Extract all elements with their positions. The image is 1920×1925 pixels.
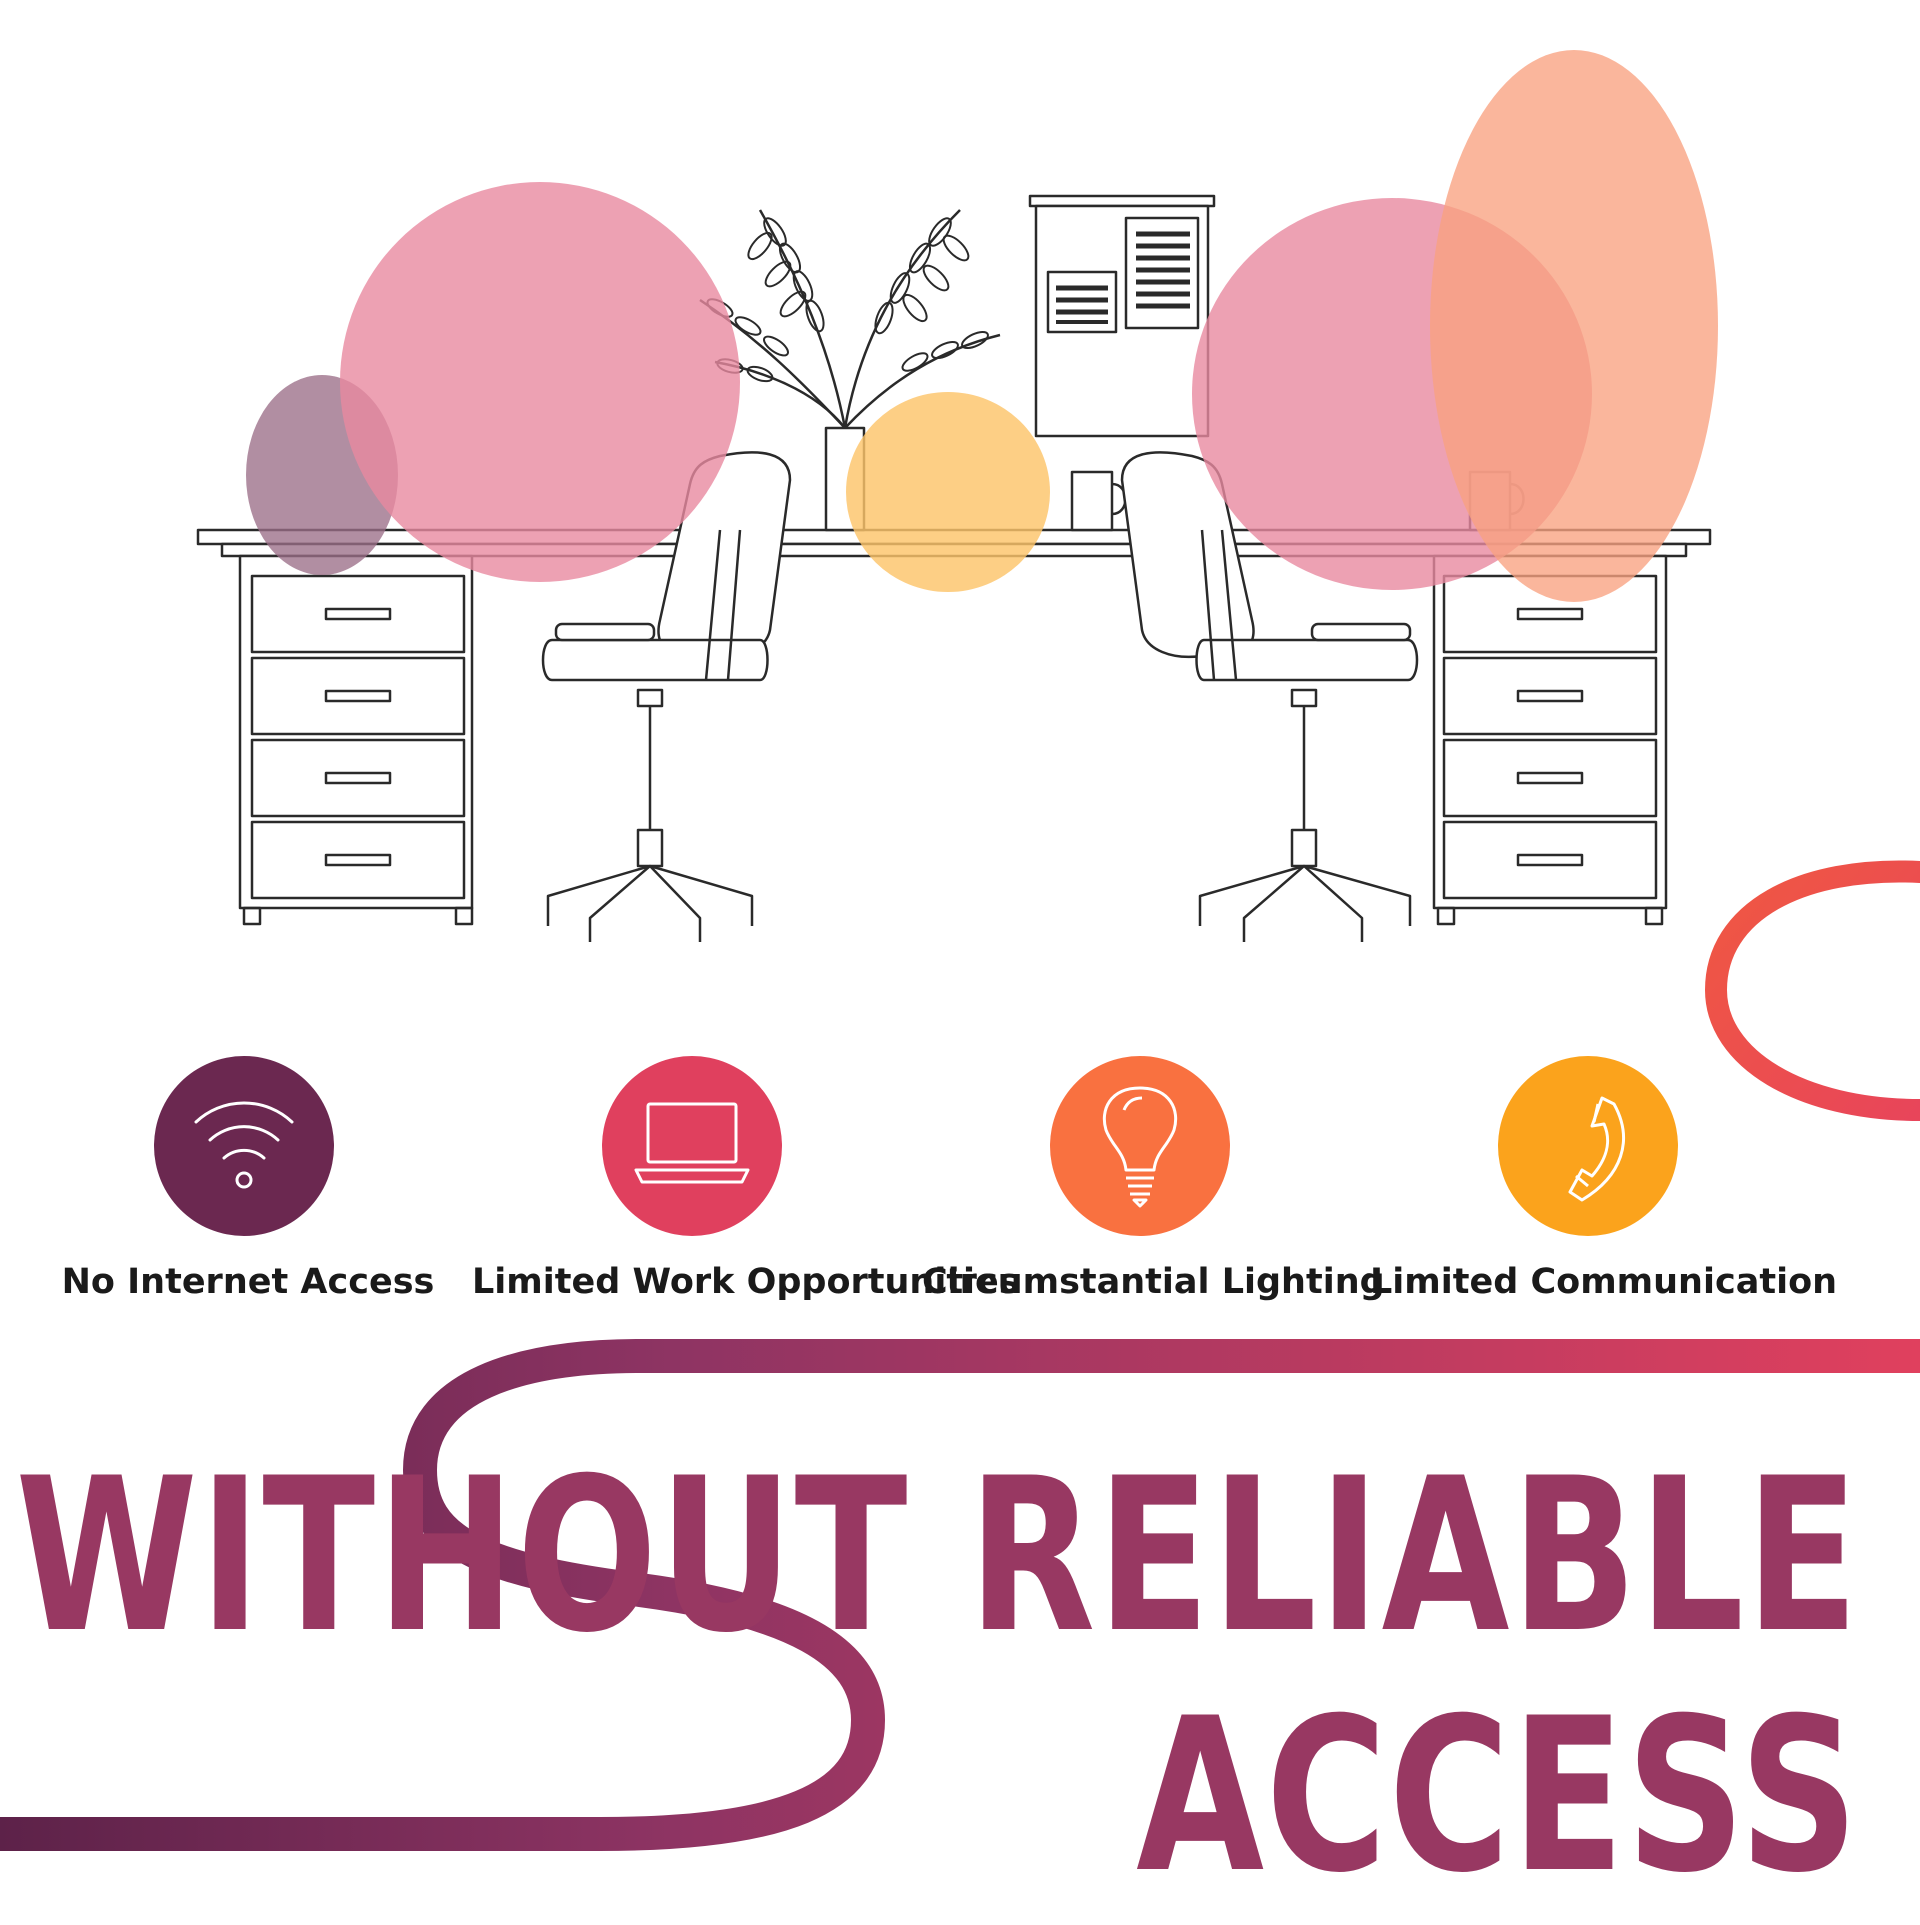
laptop-icon	[602, 1056, 782, 1236]
label-limited-communication: Limited Communication	[1370, 1262, 1838, 1302]
blob-peach	[1430, 50, 1718, 602]
label-no-internet-access: No Internet Access	[61, 1262, 435, 1302]
headline-line-1: WITHOUT RELIABLE	[15, 1432, 1860, 1679]
lightbulb-icon	[1050, 1056, 1230, 1236]
right-drawer-cabinet	[1432, 554, 1668, 926]
decorative-ribbon	[0, 1339, 1920, 1851]
office-chair-right	[1120, 451, 1419, 942]
blob-pink-left	[340, 182, 740, 582]
decorative-blobs	[246, 50, 1718, 602]
coffee-mug-left	[1070, 470, 1127, 532]
wifi-icon	[154, 1056, 334, 1236]
phone-icon	[1498, 1056, 1678, 1236]
blob-yellow	[846, 392, 1050, 592]
notice-board	[1028, 194, 1216, 438]
office-desk-scene	[196, 194, 1712, 942]
decorative-arc-right	[1704, 860, 1920, 1121]
headline-line-2: ACCESS	[1136, 1672, 1860, 1919]
label-limited-work-opportunities: Limited Work Opportunities	[472, 1262, 1020, 1302]
left-drawer-cabinet	[238, 554, 474, 926]
icon-row	[154, 1056, 1678, 1236]
label-circumstantial-lighting: Circumstantial Lighting	[922, 1262, 1385, 1302]
